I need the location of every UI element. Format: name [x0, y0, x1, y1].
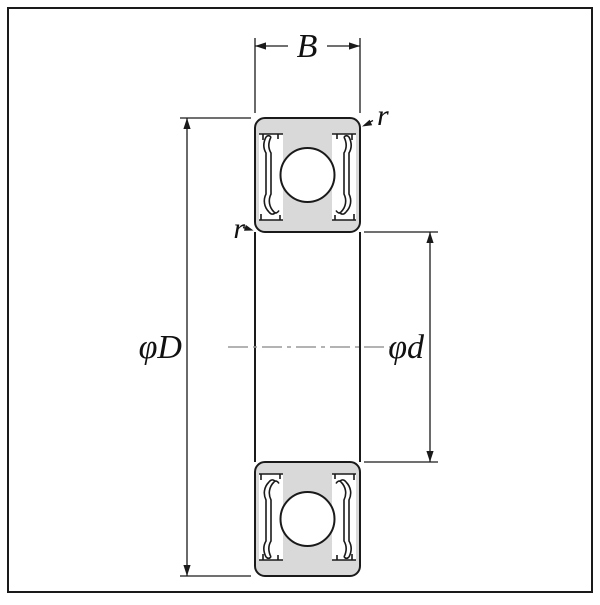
ball-bottom [279, 491, 336, 547]
arrowhead-D-bottom [183, 565, 191, 576]
arrowhead-d-bottom [426, 451, 434, 462]
label-bore-diameter: φd [388, 329, 425, 366]
extension-lines-D [180, 117, 251, 577]
arrowhead-r-top [362, 119, 373, 127]
figure-border [7, 7, 593, 593]
label-width-B: B [297, 28, 318, 65]
arrowhead-D-top [183, 118, 191, 129]
extension-lines-B [254, 38, 361, 113]
dimension-outer-diameter [180, 117, 251, 577]
label-outer-diameter: φD [139, 329, 183, 366]
arrowhead-r-left [244, 224, 254, 231]
label-radius-top: r [377, 99, 389, 132]
arrowhead-B-right [349, 42, 360, 50]
seal-top-left [258, 133, 284, 221]
seal-bottom-right [331, 473, 357, 561]
ball-top [279, 147, 336, 203]
seal-bottom-left [258, 473, 284, 561]
dimension-bore-diameter [364, 231, 438, 463]
radius-callout-top-right: r [362, 99, 389, 132]
arrowhead-d-top [426, 232, 434, 243]
seal-top-right [331, 133, 357, 221]
dimension-width-B [254, 38, 361, 113]
extension-lines-d [364, 231, 438, 463]
label-radius-left: r [233, 212, 245, 245]
radius-callout-left: r [233, 212, 254, 245]
arrowhead-B-left [255, 42, 266, 50]
